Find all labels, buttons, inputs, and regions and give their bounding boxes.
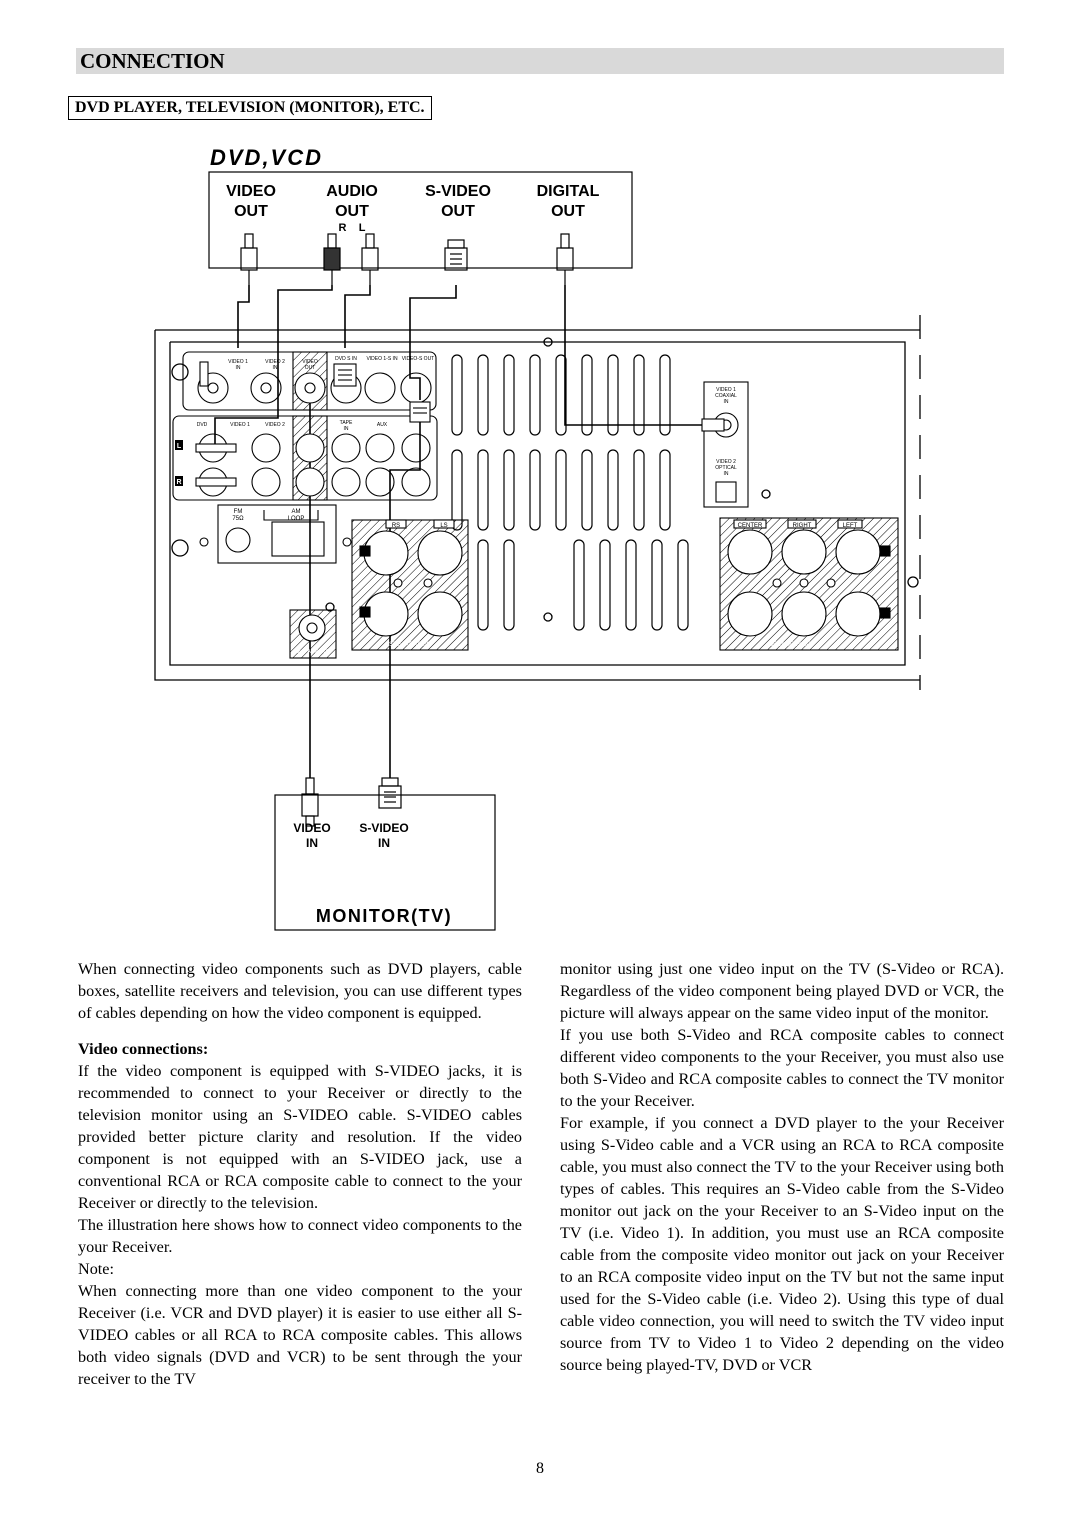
video-connections-heading: Video connections: [78,1040,209,1058]
label-tape-sub: IN [344,426,349,432]
monitor-video-in-label-2: IN [306,836,318,850]
label-speakers-right: SPEAKERS 8Ω [769,642,811,648]
label-tape: TAPE [340,420,353,426]
label-coaxial-2: COAXIAL [715,393,737,399]
label-video-s-out: VIDEO-S OUT [402,356,435,362]
dvd-svideo-out-label-2: OUT [441,203,475,220]
label-video-out-sub: OUT [305,365,316,371]
body-right-column: monitor using just one video input on th… [560,958,1004,1376]
label-dvd: DVD [197,422,208,428]
label-video1-in-sub: IN [236,365,241,371]
label-video-out: VIDEO [302,359,318,365]
digital-input-panel [701,381,749,508]
rca-plug-audio-r [323,233,341,285]
label-rs: RS [392,523,400,529]
surround-speaker-terminals [351,519,469,651]
label-video2: VIDEO 2 [265,422,285,428]
label-video2-in-sub: IN [273,365,278,371]
left-paragraph-3: The illustration here shows how to conne… [78,1216,522,1256]
sub-amp-out-jack [289,609,337,659]
section-header: CONNECTION [76,48,1004,74]
svideo-plug-dvd [444,239,468,271]
svideo-plug-monitor [378,777,402,809]
label-left: LEFT [843,523,858,529]
video-jack-panel [182,351,437,411]
label-optical-1: VIDEO 2 [716,459,736,465]
label-right: RIGHT [793,523,812,529]
monitor-title: MONITOR(TV) [316,906,452,926]
rca-plug-digital [556,233,574,285]
label-speakers-left: SPEAKERS 8Ω [389,642,431,648]
label-video2-in: VIDEO 2 [265,359,285,365]
label-sub-amp-out: SUB AMP OUT [296,649,330,655]
source-device-title: DVD,VCD [210,145,323,170]
label-optical-3: IN [724,471,729,477]
label-video-s-in: VIDEO 1-S IN [366,356,398,362]
dvd-audio-rl-label: R L [339,222,366,234]
monitor-video-in-label: VIDEO [293,821,330,835]
label-optical-2: OPTICAL [715,465,737,471]
label-aux: AUX [377,422,388,428]
dvd-digital-out-label-2: OUT [551,203,585,220]
dvd-video-out-label: VIDEO [226,183,276,200]
rca-plug-audio-l [361,233,379,285]
body-left-column: When connecting video components such as… [78,958,522,1390]
label-fm: FM [234,509,243,515]
label-coaxial-3: IN [724,399,729,405]
page-number: 8 [536,1460,544,1477]
subsection-title: DVD PLAYER, TELEVISION (MONITOR), ETC. [68,96,432,120]
dvd-svideo-out-label: S-VIDEO [425,183,491,200]
left-paragraph-2: If the video component is equipped with … [78,1062,522,1212]
section-title: CONNECTION [80,49,225,73]
label-video1-in: VIDEO 1 [228,359,248,365]
label-video1: VIDEO 1 [230,422,250,428]
receiver-rear-panel [154,329,920,681]
monitor-svideo-in-label: S-VIDEO [359,821,408,835]
front-speaker-terminals [719,517,899,651]
dvd-digital-out-label: DIGITAL [537,183,600,200]
connection-diagram: DVD,VCD VIDEO OUT AUDIO OUT S-VIDEO OUT … [154,145,921,931]
left-paragraph-4: When connecting more than one video comp… [78,1282,522,1388]
rca-plug-monitor [301,777,319,827]
monitor-box [274,794,496,931]
label-r: R [176,479,181,486]
audio-jack-panel [172,401,438,501]
source-device-box [208,171,633,269]
antenna-panel [199,504,352,564]
label-coaxial-1: VIDEO 1 [716,387,736,393]
monitor-svideo-in-label-2: IN [378,836,390,850]
dvd-video-out-label-2: OUT [234,203,268,220]
dvd-audio-out-label: AUDIO [326,183,378,200]
vent-slots [451,354,689,631]
left-paragraph-1: When connecting video components such as… [78,960,522,1022]
label-dvd-s-in: DVD S IN [335,356,357,362]
label-center: CENTER [738,523,763,529]
label-ls: LS [440,523,447,529]
label-am-sub: LOOP [288,516,305,522]
label-l: L [177,443,182,450]
dvd-audio-out-label-2: OUT [335,203,369,220]
label-am: AM [292,509,301,515]
label-fm-sub: 75Ω [232,516,244,522]
right-paragraph-2: If you use both S-Video and RCA composit… [560,1026,1004,1110]
right-paragraph-1: monitor using just one video input on th… [560,960,1004,1022]
right-paragraph-3: For example, if you connect a DVD player… [560,1114,1004,1374]
note-label: Note: [78,1260,114,1278]
rca-plug-video [240,233,258,285]
